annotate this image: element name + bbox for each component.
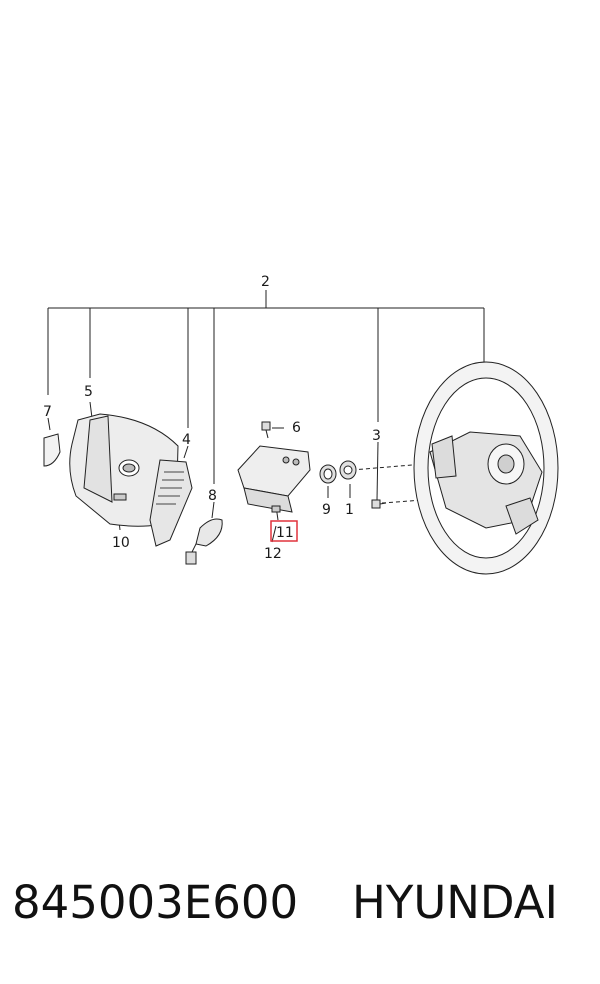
callout-2: 2	[261, 274, 270, 290]
callout-11: 11	[276, 525, 294, 541]
footer: 845003E600 HYUNDAI	[0, 876, 600, 946]
part-12-module	[237, 445, 311, 521]
callout-10: 10	[112, 535, 130, 551]
callout-9: 9	[322, 502, 331, 518]
callout-3: 3	[372, 428, 381, 444]
part-3-screw	[371, 499, 387, 509]
callout-4: 4	[182, 432, 191, 448]
callout-5: 5	[84, 384, 93, 400]
steering-wheel	[413, 361, 559, 575]
part-4-side-cover	[149, 459, 193, 547]
part-7-cover	[43, 433, 61, 467]
callout-7: 7	[43, 404, 52, 420]
part-6-bolt	[261, 421, 271, 439]
callout-1: 1	[345, 502, 354, 518]
part-9-ring	[319, 464, 337, 484]
part-10-airbag-pad	[69, 413, 179, 527]
brand-name: HYUNDAI	[352, 876, 558, 929]
highlight-box-11	[270, 520, 298, 542]
part-number: 845003E600	[12, 876, 299, 929]
part-1-nut	[339, 460, 357, 480]
callout-12: 12	[264, 546, 282, 562]
callout-6: 6	[292, 420, 301, 436]
part-8-switch	[185, 518, 223, 565]
callout-8: 8	[208, 488, 217, 504]
